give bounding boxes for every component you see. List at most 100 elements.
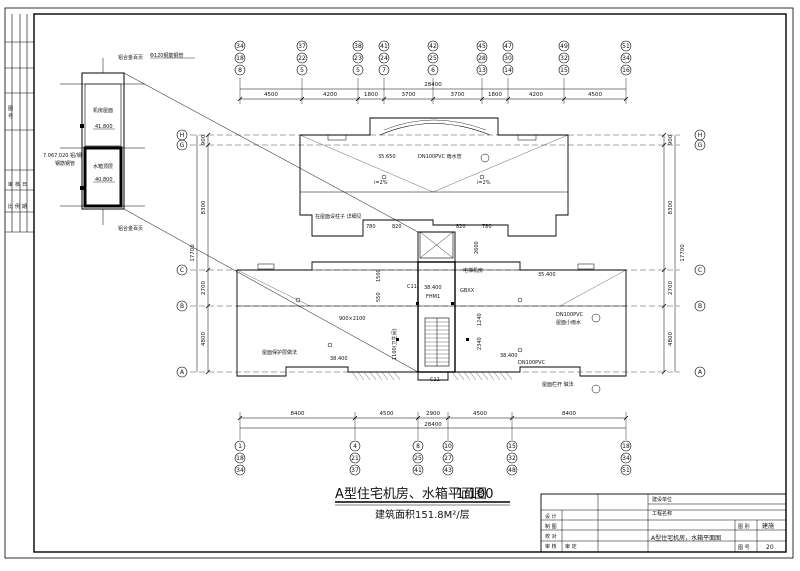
dimension-value: 4500: [588, 92, 602, 98]
detail-marker: [480, 153, 490, 163]
tb-project2: 工程名称: [652, 510, 672, 517]
inner-border: [33, 13, 787, 553]
grid-bubble: [427, 40, 439, 52]
grid-bubble-label: 32: [508, 455, 516, 462]
detail-marker: [591, 384, 601, 394]
dimension-tick: [205, 267, 211, 273]
dimension-tick: [430, 96, 436, 102]
detail-top-label: 铝合金百页: [118, 54, 143, 61]
grid-bubble: [694, 139, 706, 151]
grid-bubble: [558, 64, 570, 76]
margin-label: 核: [15, 181, 20, 188]
tb-number: 20: [766, 544, 774, 551]
grid-lines: [190, 134, 680, 373]
right-elevation-2: 38.400: [500, 353, 518, 359]
grid-bubble: [620, 64, 632, 76]
grid-bubble-label: 18: [236, 455, 244, 462]
grid-bubble: [620, 464, 632, 476]
grid-bubble: [349, 452, 361, 464]
grid-bubble: [378, 40, 390, 52]
dimension-value: 4500: [473, 411, 487, 417]
right-elevation: 35.400: [538, 272, 556, 278]
grid-bubble: [349, 440, 361, 452]
dimension-tick: [355, 96, 361, 102]
left-margin-strip: 图 号 审 核 比 例 日 期: [5, 14, 34, 233]
grid-bubble: [296, 64, 308, 76]
grid-bubble-label: 41: [414, 467, 422, 474]
dimension-tick: [237, 415, 243, 421]
grid-bubble: [378, 52, 390, 64]
right-drain: DN100PVC: [556, 312, 584, 318]
grid-bubble: [476, 40, 488, 52]
grid-bubble-label: 47: [504, 43, 512, 50]
grid-bubble-label: 30: [504, 55, 512, 62]
misc-dim: 1500: [376, 269, 382, 282]
plan-annotations: DN100PVC 雨水管 35.650 i=2% i=2% 在屋面设柱子 详细见…: [262, 153, 601, 394]
grid-bubble-label: 15: [560, 67, 568, 74]
grid-bubble-label: A: [180, 369, 185, 376]
dimension-value: 8300: [201, 200, 207, 214]
dimension-value: 1800: [488, 92, 502, 98]
tb-discipline-label: 图 别: [738, 523, 750, 530]
dimension-tick: [205, 142, 211, 148]
grid-bubble-label: 45: [478, 43, 486, 50]
small-dim: 820: [456, 224, 466, 230]
grid-bubble-label: 25: [414, 455, 422, 462]
grid-bubble: [352, 40, 364, 52]
dimension-tick: [509, 415, 515, 421]
grid-bubble-label: 38: [354, 43, 362, 50]
dimension-tick: [661, 142, 667, 148]
dimension-tick: [561, 96, 567, 102]
roof-elevation: 35.650: [378, 154, 396, 160]
grid-bubble-label: 32: [560, 55, 568, 62]
right-note: 屋面小雨水: [556, 319, 581, 326]
grid-bubble: [349, 464, 361, 476]
misc-dim: 1240: [477, 313, 483, 326]
grid-bubble-label: 48: [508, 467, 516, 474]
dimension-value: 4200: [323, 92, 337, 98]
grid-bubble-label: 23: [354, 55, 362, 62]
tb-project: 建设单位: [652, 496, 672, 503]
grid-bubble-label: 37: [298, 43, 306, 50]
grid-bubble-label: 18: [236, 55, 244, 62]
floor-plan: [236, 117, 627, 381]
grid-bubble: [620, 440, 632, 452]
dimension-value: 900: [201, 134, 207, 145]
gbxx-label: GBXX: [460, 288, 475, 294]
grid-bubble: [476, 52, 488, 64]
tb-row: 校 对: [545, 533, 557, 540]
dimension-ticks: [205, 78, 667, 440]
dimension-lines: [196, 88, 676, 429]
small-dim: 820: [392, 224, 402, 230]
title-block: 设 计 制 图 校 对 审 核 审 定 建设单位 工程名称 A型住宅机房，水箱平…: [540, 493, 787, 553]
dimension-tick: [661, 267, 667, 273]
grid-bubble-label: B: [180, 303, 184, 310]
detail-room2: 水箱顶层: [93, 163, 113, 170]
dimension-tick: [299, 96, 305, 102]
dimension-value: 8400: [291, 411, 305, 417]
grid-bubble-label: 4: [353, 443, 357, 450]
detail-room2-elev: 40.800: [95, 177, 113, 183]
grid-bubble: [442, 452, 454, 464]
grid-bubble-label: 13: [478, 67, 486, 74]
grid-bubble-label: 51: [622, 467, 630, 474]
grid-bubble: [234, 52, 246, 64]
tb-discipline: 建施: [762, 522, 774, 530]
grid-bubble: [378, 64, 390, 76]
grid-bubble-label: 15: [508, 443, 516, 450]
dimension-tick: [352, 415, 358, 421]
roof-drain-label: DN100PVC 雨水管: [418, 153, 462, 160]
left-elevation: 38.400: [330, 356, 348, 362]
misc-dim: 2600: [474, 241, 480, 254]
tb-row: 审 定: [565, 543, 577, 550]
grid-bubble: [442, 440, 454, 452]
dimension-value: 2700: [201, 281, 207, 295]
grid-bubble: [352, 52, 364, 64]
margin-label: 日: [22, 182, 27, 188]
grid-bubble: [558, 52, 570, 64]
grid-bubble-label: 51: [622, 43, 630, 50]
leader-line: [123, 208, 419, 373]
grid-bubble-label: A: [698, 369, 703, 376]
grid-bubble-label: 18: [622, 443, 630, 450]
tb-row: 审 核: [545, 543, 557, 550]
